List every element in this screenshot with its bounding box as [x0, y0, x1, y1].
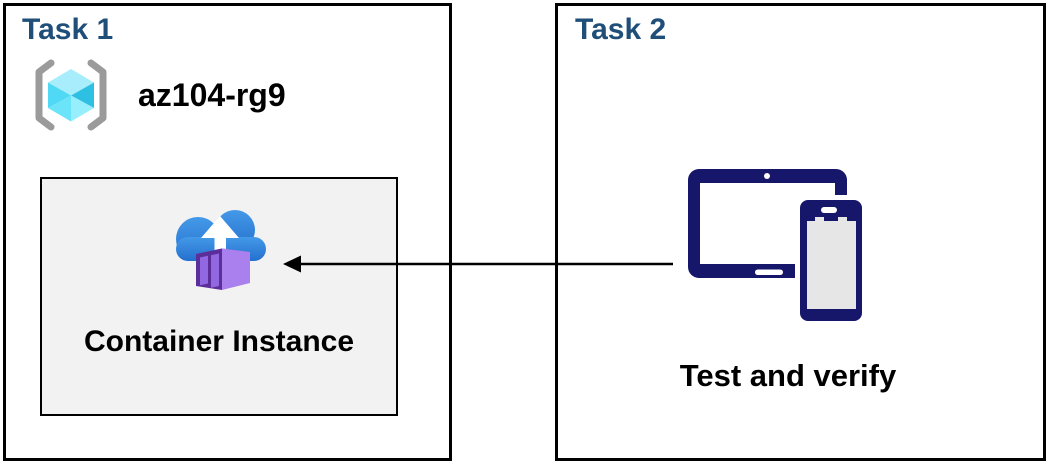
task2-title: Task 2: [575, 13, 667, 46]
devices-icon: [688, 169, 867, 326]
resource-group-row: az104-rg9: [30, 58, 286, 132]
container-instance-box: Container Instance: [40, 177, 398, 416]
resource-group-name: az104-rg9: [138, 76, 286, 113]
task1-title: Task 1: [22, 13, 114, 46]
resource-group-icon: [35, 59, 107, 131]
task2-box: Task 2 Test and verify: [555, 3, 1046, 461]
task1-box: Task 1 az104-rg9: [3, 3, 452, 461]
container-instance-icon: [176, 210, 266, 290]
container-instance-label: Container Instance: [83, 325, 355, 358]
test-and-verify-label: Test and verify: [679, 358, 897, 393]
